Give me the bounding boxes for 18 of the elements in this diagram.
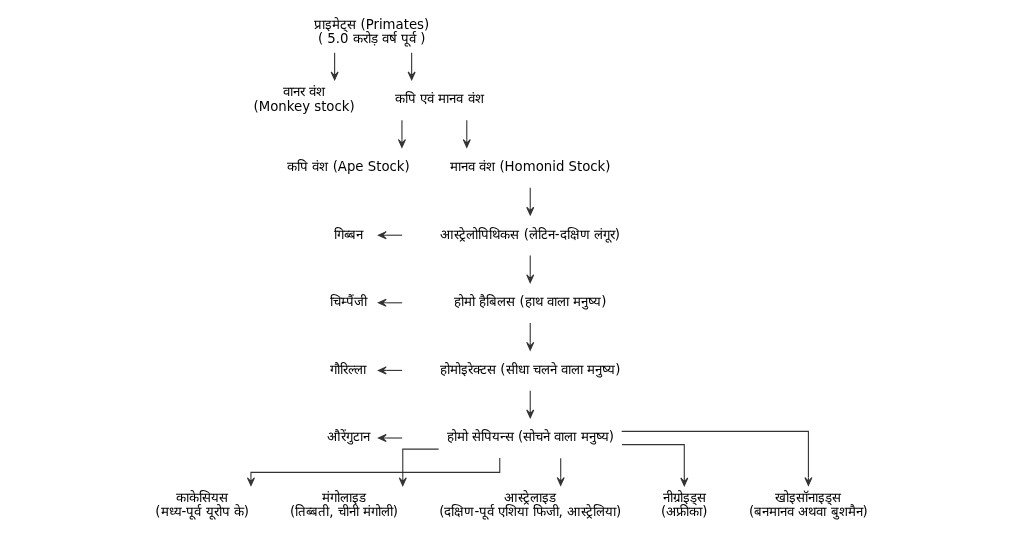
node-text: काकेसियस (मध्य-पूर्व यूरोप के) bbox=[154, 489, 249, 520]
node-text: होमो हैबिलस (हाथ वाला मनुष्य) bbox=[453, 294, 606, 310]
node-text: मंगोलाइड (तिब्बती, चीनी मंगोली) bbox=[289, 489, 398, 520]
node-text: होमोइरेक्टस (सीधा चलने वाला मनुष्य) bbox=[439, 361, 620, 377]
node-text: कपि वंश (Ape Stock) bbox=[286, 159, 410, 175]
node-text: आस्ट्रेलोपिथिकस (लेटिन-दक्षिण लंगूर) bbox=[439, 226, 620, 242]
node-text: औरेंगुटान bbox=[326, 429, 370, 445]
node-text: गौरिल्ला bbox=[329, 361, 366, 377]
node-text: नीग्रोइड्स (अफ्रीका) bbox=[660, 489, 707, 520]
node-text: मानव वंश (Homonid Stock) bbox=[449, 159, 610, 175]
node-text: खोइसॉनाइड्स (बनमानव अथवा बुशमैन) bbox=[748, 489, 868, 520]
node-text: कपि एवं मानव वंश bbox=[394, 91, 484, 107]
node-text: चिम्पैंजी bbox=[329, 294, 367, 310]
node-text: होमो सेपियन्स (सोचने वाला मनुष्य) bbox=[446, 429, 614, 445]
node-text: वानर वंश (Monkey stock) bbox=[253, 84, 355, 114]
node-text: प्राइमेट्स (Primates) ( 5.0 करोड़ वर्ष पूर्व ) bbox=[313, 16, 429, 47]
node-text: गिब्बन bbox=[333, 226, 363, 242]
node-text: आस्ट्रेलाइड (दक्षिण-पूर्व एशिया फिजी, आस्ट्रेलिया) bbox=[438, 489, 621, 520]
